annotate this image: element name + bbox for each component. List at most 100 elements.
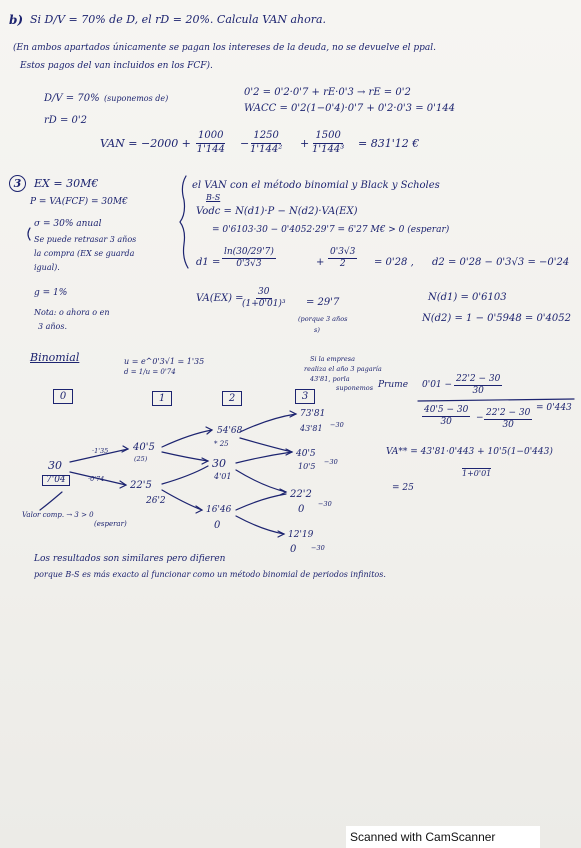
node-1-up: 40'5 xyxy=(133,442,155,453)
dv-label: D/V = 70% xyxy=(44,93,100,104)
dv-note: (suponemos de) xyxy=(104,94,169,103)
node-3-d-side: −30 xyxy=(311,544,325,552)
period-box-2: 2 xyxy=(222,391,242,406)
d1-plus: + xyxy=(316,257,325,268)
d1-result: = 0'28 , xyxy=(374,257,414,268)
va-result: = 25 xyxy=(392,483,414,493)
node-3-a-sub: 43'81 xyxy=(300,424,323,433)
prob-fraction-2: 40'5 − 30 30 xyxy=(422,405,471,428)
prob-fraction-3: 22'2 − 30 30 xyxy=(484,408,533,431)
node-2-low: 16'46 xyxy=(206,505,232,515)
van-op-2: − xyxy=(240,137,250,150)
valor-line2: (esperar) xyxy=(94,520,127,528)
root-down-label: ·0'74 xyxy=(88,475,105,483)
van-prefix: VAN = −2000 + xyxy=(100,137,191,150)
node-3-c-side: −30 xyxy=(318,500,332,508)
period-box-3: 3 xyxy=(295,389,315,404)
binomial-title: Binomial xyxy=(30,351,80,364)
node-2-top: 54'68 xyxy=(217,426,243,436)
rd-label: rD = 0'2 xyxy=(44,115,88,126)
d-line: d = 1/u = 0'74 xyxy=(124,368,176,376)
nd1: N(d1) = 0'6103 xyxy=(428,292,507,303)
d1-fraction-1: ln(30/29'7) 0'3√3 xyxy=(222,247,276,270)
top-note-line4: suponemos xyxy=(336,384,374,392)
van-f3-num: 1500 xyxy=(313,130,343,144)
prob-f3-num: 22'2 − 30 xyxy=(484,408,533,421)
van-f3-den: 1'144³ xyxy=(312,143,345,155)
node-3-d-sub: 0 xyxy=(290,544,297,555)
van-fraction-1: 1000 1'144 xyxy=(196,130,226,155)
prob-f2-num: 40'5 − 30 xyxy=(422,405,471,418)
exercise-number: 3 xyxy=(9,175,26,192)
node-root-box: 7'04 xyxy=(42,475,70,486)
camscanner-watermark: Scanned with CamScanner xyxy=(346,826,540,848)
prob-minus: − xyxy=(476,413,484,423)
bs-tag: B-S xyxy=(206,193,221,202)
d1-num: ln(30/29'7) xyxy=(222,247,276,260)
node-2-top-sub: * 25 xyxy=(214,440,229,448)
vaex-label: VA(EX) = xyxy=(196,293,244,304)
part-b-note-line2: Estos pagos del van incluidos en los FCF… xyxy=(20,61,213,71)
valor-line1: Valor comp. → 3 > 0 xyxy=(22,511,94,519)
root-up-label: ·1'35 xyxy=(92,447,109,455)
van-result: = 831'12 € xyxy=(358,137,420,150)
prob-f3-den: 30 xyxy=(502,420,514,431)
d1-f2-num: 0'3√3 xyxy=(328,247,358,260)
prob-f1-den: 30 xyxy=(472,386,484,397)
vodc-values: = 0'6103·30 − 0'4052·29'7 = 6'27 M€ > 0 … xyxy=(212,225,450,235)
top-note-line3: 43'81, porla xyxy=(310,375,350,383)
vaex-note-line1: (porque 3 años xyxy=(298,315,348,323)
node-2-low-sub: 0 xyxy=(214,520,221,531)
van-fraction-2: 1250 1'144² xyxy=(250,130,282,155)
prume-label: Prume xyxy=(378,380,409,390)
prob-expr: 0'01 − xyxy=(422,380,453,390)
delay-line2: la compra (EX se guarda xyxy=(34,249,135,258)
d2-line: d2 = 0'28 − 0'3√3 = −0'24 xyxy=(432,257,570,268)
re-equation: 0'2 = 0'2·0'7 + rE·0'3 → rE = 0'2 xyxy=(244,87,411,98)
va-den: 1+0'01 xyxy=(462,468,492,478)
part-b-marker: b) xyxy=(9,13,24,27)
vaex-fraction: 30 (1+0'01)³ xyxy=(242,287,286,310)
wacc-equation: WACC = 0'2(1−0'4)·0'7 + 0'2·0'3 = 0'144 xyxy=(244,103,455,114)
part-b-title: Si D/V = 70% de D, el rD = 20%. Calcula … xyxy=(30,13,327,26)
node-3-c-sub: 0 xyxy=(298,504,305,515)
node-3-b-side: −30 xyxy=(324,458,338,466)
prob-f2-den: 30 xyxy=(440,417,452,428)
delay-line3: igual). xyxy=(34,263,60,272)
period-box-0: 0 xyxy=(53,389,73,404)
rf-label: g = 1% xyxy=(34,288,68,298)
d1-label: d1 = xyxy=(196,257,221,268)
node-2-mid-sub: 4'01 xyxy=(214,472,232,481)
node-3-b: 40'5 xyxy=(296,449,316,459)
top-note-line2: realiza el año 3 pagaría xyxy=(304,365,382,373)
node-3-a: 73'81 xyxy=(300,409,326,419)
node-1-down: 22'5 xyxy=(130,480,152,491)
node-3-b-sub: 10'5 xyxy=(298,462,316,471)
node-1-up-sub: (25) xyxy=(134,455,148,463)
delay-line1: Se puede retrasar 3 años xyxy=(34,235,137,244)
d1-den: 0'3√3 xyxy=(236,259,262,270)
node-2-mid: 30 xyxy=(212,457,226,470)
van-f2-num: 1250 xyxy=(251,130,281,144)
va-line: VA** = 43'81·0'443 + 10'5(1−0'443) xyxy=(386,447,553,457)
d1-f2-den: 2 xyxy=(339,259,346,270)
prob-f1-num: 22'2 − 30 xyxy=(454,374,503,387)
prob-fraction-1: 22'2 − 30 30 xyxy=(454,374,503,397)
nota-line2: 3 años. xyxy=(38,322,68,331)
d1-fraction-2: 0'3√3 2 xyxy=(328,247,358,270)
prob-result: = 0'443 xyxy=(536,403,572,413)
node-1-down-sub: 26'2 xyxy=(146,496,166,506)
vaex-num: 30 xyxy=(256,287,272,300)
ex-label: EX = 30M€ xyxy=(34,177,99,190)
conclusion-line2: porque B-S es más exacto al funcionar co… xyxy=(34,570,386,579)
vaex-result: = 29'7 xyxy=(306,297,340,308)
bs-title: el VAN con el método binomial y Black y … xyxy=(192,180,440,191)
sigma-label: σ = 30% anual xyxy=(34,219,102,229)
van-f1-num: 1000 xyxy=(196,130,226,144)
van-f1-den: 1'144 xyxy=(196,143,225,155)
nd2: N(d2) = 1 − 0'5948 = 0'4052 xyxy=(422,313,572,324)
node-3-d: 12'19 xyxy=(288,530,314,540)
vaex-note-line2: s) xyxy=(314,326,320,334)
nota-line1: Nota: o ahora o en xyxy=(34,308,110,317)
